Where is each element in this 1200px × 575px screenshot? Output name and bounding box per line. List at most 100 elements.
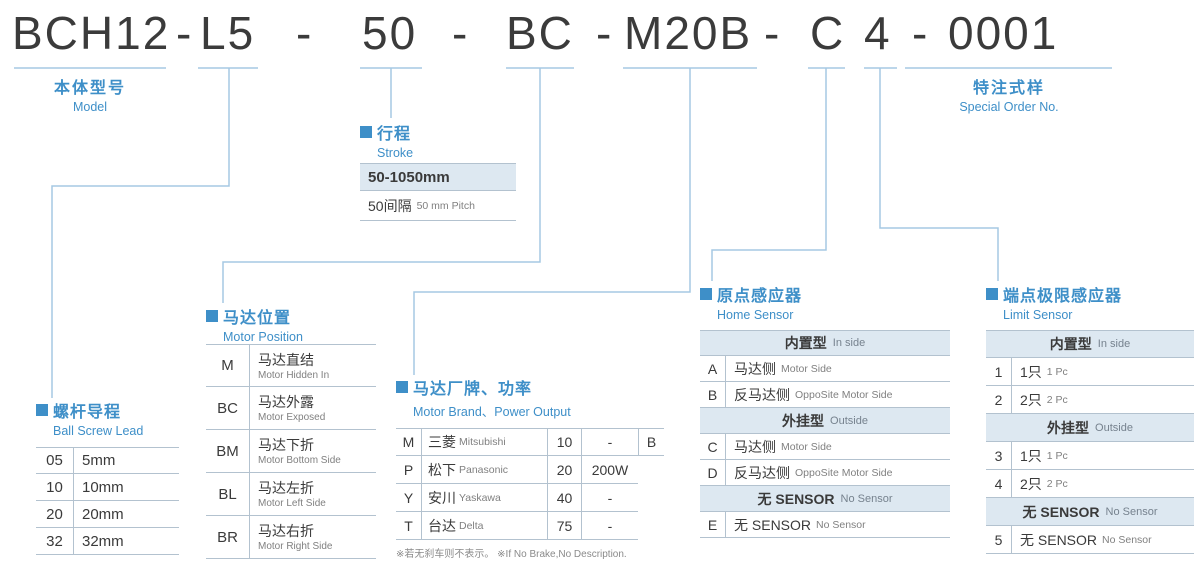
group-zh: 外挂型	[1047, 419, 1090, 436]
position-en: Motor Hidden In	[258, 369, 330, 381]
limit-sensor-section-label: 端点极限感应器 Limit Sensor	[986, 282, 1122, 322]
brand-en: Delta	[459, 519, 484, 532]
stroke-title-zh: 行程	[377, 126, 412, 143]
lead-code: 05	[36, 448, 74, 473]
sensor-en: Motor Side	[781, 440, 832, 453]
lead-value: 20mm	[82, 505, 124, 523]
special-order-section-label: 特注式样 Special Order No.	[905, 74, 1113, 114]
section-bullet-icon	[206, 310, 218, 322]
model-label-en: Model	[72, 100, 108, 114]
position-en: Motor Exposed	[258, 412, 326, 423]
motor-position-table: M 马达直结 Motor Hidden In BC 马达外露 Motor Exp…	[206, 344, 376, 559]
sensor-code: A	[700, 356, 726, 381]
model-code-dash: -	[176, 7, 194, 59]
table-row: 32 32mm	[36, 528, 179, 555]
sensor-zh: 2只	[1020, 391, 1042, 408]
position-zh: 马达下折	[258, 437, 314, 453]
model-section-label: 本体型号 Model	[14, 74, 166, 114]
sensor-code: E	[700, 512, 726, 537]
sensor-en: No Sensor	[816, 518, 866, 531]
sensor-code: B	[700, 382, 726, 407]
power-code: 40	[548, 484, 582, 511]
model-code-segment-body: BCH12	[12, 7, 171, 59]
home-sensor-title-en: Home Sensor	[717, 308, 794, 322]
table-row: BR 马达右折 Motor Right Side	[206, 516, 376, 559]
table-row: 05 5mm	[36, 447, 179, 474]
table-row: BM 马达下折 Motor Bottom Side	[206, 430, 376, 473]
position-code: BM	[206, 430, 250, 472]
sensor-en: 2 Pc	[1046, 393, 1068, 406]
motor-brand-title-zh: 马达厂牌、功率	[413, 381, 533, 398]
model-label-zh: 本体型号	[53, 80, 126, 97]
position-zh: 马达右折	[258, 523, 314, 539]
stroke-section-label: 行程 Stroke	[360, 120, 413, 160]
brake-note: ※若无刹车则不表示。 ※If No Brake,No Description.	[396, 545, 627, 560]
power-value: -	[607, 489, 613, 506]
stroke-range: 50-1050mm	[368, 168, 450, 186]
brake-note-en: ※If No Brake,No Description.	[497, 549, 627, 560]
motor-brand-title-en: Motor Brand、Power Output	[413, 405, 571, 419]
brand-zh: 三菱	[428, 434, 456, 450]
table-row: BL 马达左折 Motor Left Side	[206, 473, 376, 516]
section-bullet-icon	[360, 126, 372, 138]
brand-en: Yaskawa	[459, 491, 501, 504]
sensor-zh: 马达侧	[734, 438, 776, 455]
sensor-code: 5	[986, 526, 1012, 553]
position-en: Motor Left Side	[258, 498, 326, 509]
group-en: No Sensor	[840, 492, 893, 505]
sensor-en: 1 Pc	[1046, 365, 1068, 378]
group-en: Outside	[1095, 421, 1133, 434]
position-code: BC	[206, 387, 250, 429]
group-zh: 内置型	[1049, 336, 1092, 352]
model-code-dash: -	[764, 7, 782, 59]
table-row: Y 安川 Yaskawa 40 -	[396, 484, 638, 512]
table-row: P 松下 Panasonic 20 200W	[396, 456, 638, 484]
sensor-zh: 反马达侧	[734, 464, 790, 481]
connector-limit-sensor	[879, 68, 999, 281]
table-row: M 三菱 Mitsubishi 10 - B	[396, 428, 664, 456]
group-zh: 无 SENSOR	[1022, 503, 1100, 520]
position-zh: 马达左折	[258, 480, 314, 496]
motor-position-title-zh: 马达位置	[223, 310, 292, 327]
position-en: Motor Bottom Side	[258, 455, 341, 466]
sensor-zh: 无 SENSOR	[1020, 531, 1098, 548]
sensor-code: 3	[986, 442, 1012, 469]
brand-code: M	[396, 429, 422, 455]
stroke-table: 50-1050mm 50间隔 50 mm Pitch	[360, 163, 516, 221]
special-order-label-en: Special Order No.	[959, 100, 1059, 114]
sensor-en: 2 Pc	[1046, 477, 1068, 490]
group-en: In side	[832, 337, 866, 349]
motor-brand-table: M 三菱 Mitsubishi 10 - B P 松下 Panasonic 20…	[396, 428, 664, 540]
position-code: BR	[206, 516, 250, 558]
connector-motor-position	[222, 68, 541, 303]
position-code: M	[206, 345, 250, 386]
brand-code: T	[396, 512, 422, 539]
table-group-header: 内置型 In side	[986, 330, 1194, 358]
section-bullet-icon	[36, 404, 48, 416]
group-zh: 无 SENSOR	[757, 490, 835, 507]
special-order-label-zh: 特注式样	[972, 80, 1045, 97]
home-sensor-title-zh: 原点感应器	[717, 288, 803, 305]
group-en: Outside	[830, 414, 868, 427]
table-row: 2 2只 2 Pc	[986, 386, 1194, 414]
home-sensor-section-label: 原点感应器 Home Sensor	[700, 282, 802, 322]
table-group-header: 外挂型 Outside	[700, 408, 950, 434]
sensor-zh: 反马达侧	[734, 386, 790, 403]
sensor-code: D	[700, 460, 726, 485]
lead-code: 20	[36, 501, 74, 527]
position-zh: 马达直结	[258, 351, 314, 368]
lead-code: 32	[36, 528, 74, 554]
sensor-code: 2	[986, 386, 1012, 413]
motor-position-title-en: Motor Position	[223, 330, 303, 344]
group-en: No Sensor	[1105, 505, 1158, 518]
motor-brand-section-label: 马达厂牌、功率 Motor Brand、Power Output	[396, 375, 571, 420]
section-bullet-icon	[700, 288, 712, 300]
table-row: M 马达直结 Motor Hidden In	[206, 344, 376, 387]
table-row: 20 20mm	[36, 501, 179, 528]
